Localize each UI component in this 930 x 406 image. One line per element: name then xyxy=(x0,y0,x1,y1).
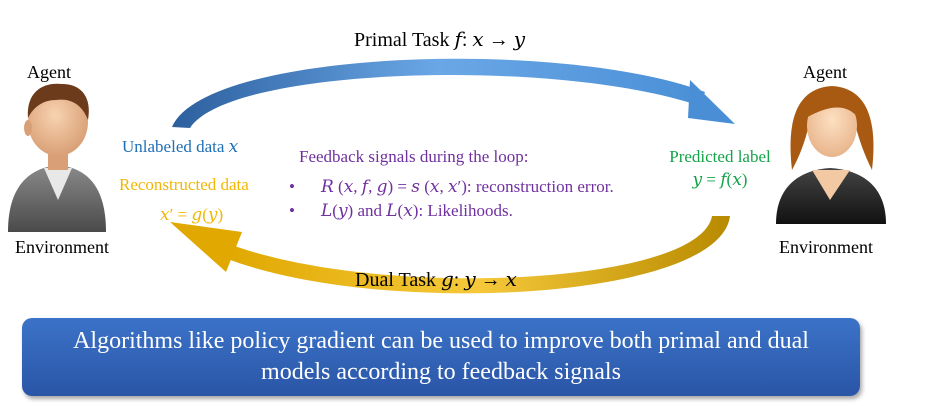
dual-task-title: Dual Task 𝑔: 𝑦 → 𝑥 xyxy=(355,269,517,291)
feedback-panel: Feedback signals during the loop: 𝑅 (𝑥, … xyxy=(289,147,614,223)
reconstructed-data-label: Reconstructed data xyxy=(119,175,249,194)
bottom-note-text: Algorithms like policy gradient can be u… xyxy=(73,328,809,385)
left-agent-label: Agent xyxy=(27,62,71,82)
predicted-label-text: Predicted label xyxy=(669,147,771,166)
primal-task-title: Primal Task 𝑓: 𝑥 → 𝑦 xyxy=(354,29,525,51)
bottom-note-box: Algorithms like policy gradient can be u… xyxy=(22,318,860,396)
right-environment-label: Environment xyxy=(779,237,873,257)
left-environment-label: Environment xyxy=(15,237,109,257)
feedback-item-reconstruction: 𝑅 (𝑥, 𝑓, 𝑔) = 𝑠 (𝑥, 𝑥′): reconstruction … xyxy=(289,175,614,199)
primal-arrow xyxy=(172,58,735,128)
predicted-formula: 𝑦 = 𝑓(𝑥) xyxy=(692,170,748,189)
right-agent-label: Agent xyxy=(803,62,847,82)
female-agent-icon xyxy=(776,86,886,224)
male-agent-icon xyxy=(8,83,106,232)
feedback-title: Feedback signals during the loop: xyxy=(299,147,529,166)
reconstructed-formula: 𝑥′ = 𝑔(𝑦) xyxy=(160,205,224,224)
unlabeled-data-label: Unlabeled data 𝑥 xyxy=(122,137,239,156)
dual-arrow xyxy=(170,216,730,294)
feedback-item-likelihoods: 𝐿(𝑦) and 𝐿(𝑥): Likelihoods. xyxy=(289,199,614,223)
